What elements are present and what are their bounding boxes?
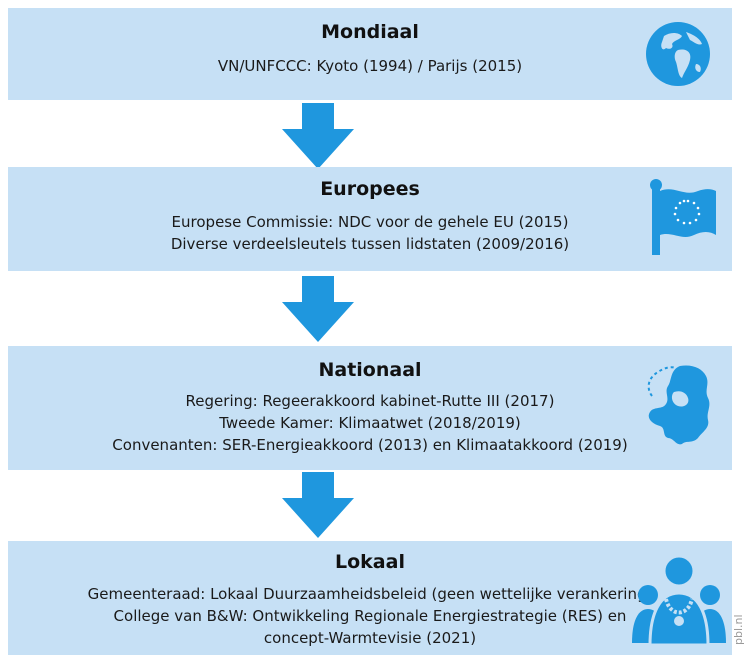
level-title: Europees [320,178,420,200]
level-line: Europese Commissie: NDC voor de gehele E… [171,213,569,231]
globe-icon [646,22,710,86]
level-line: Convenanten: SER-Energieakkoord (2013) e… [112,436,628,454]
mayor-with-people-icon [632,554,726,647]
down-arrow [282,472,354,538]
down-arrow [282,103,354,169]
level-line: College van B&W: Ontwikkeling Regionale … [113,607,627,625]
level-title: Lokaal [335,551,405,573]
level-line: Tweede Kamer: Klimaatwet (2018/2019) [219,414,521,432]
netherlands-map-icon [647,365,710,445]
level-box-nationaal: Nationaal Regering: Regeerakkoord kabine… [8,346,732,470]
level-box-europees: Europees Europese Commissie: NDC voor de… [8,167,732,271]
level-title: Nationaal [318,359,422,381]
level-title: Mondiaal [321,21,419,43]
down-arrow [282,276,354,342]
level-box-lokaal: Lokaal Gemeenteraad: Lokaal Duurzaamheid… [8,541,732,655]
watermark: pbl.nl [732,614,745,645]
level-line: Regering: Regeerakkoord kabinet-Rutte II… [185,392,555,410]
eu-flag-icon [650,179,716,255]
level-line: concept-Warmtevisie (2021) [263,629,477,647]
level-line: VN/UNFCCC: Kyoto (1994) / Parijs (2015) [217,57,523,75]
level-line: Gemeenteraad: Lokaal Duurzaamheidsbeleid… [87,585,653,603]
level-box-mondiaal: Mondiaal VN/UNFCCC: Kyoto (1994) / Parij… [8,8,732,100]
level-line: Diverse verdeelsleutels tussen lidstaten… [170,235,570,253]
